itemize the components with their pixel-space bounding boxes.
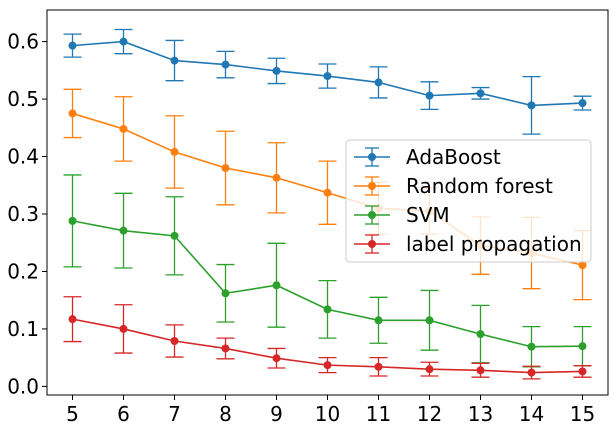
y-tick-label: 0.1 xyxy=(7,317,39,341)
axes: 5 6 7 8 9 10 11 12 13 14 15 0.0 0.1 0.2 0.3 0.4 0.5 0.6 xyxy=(7,9,609,424)
plot-area xyxy=(63,28,592,380)
data-point xyxy=(578,261,587,270)
data-point xyxy=(578,367,587,376)
data-point xyxy=(221,289,230,298)
x-tick-label: 11 xyxy=(366,402,391,424)
data-point xyxy=(119,226,128,235)
legend-marker xyxy=(368,240,376,248)
data-point xyxy=(425,365,434,374)
data-point xyxy=(476,366,485,375)
x-tick-label: 7 xyxy=(168,402,181,424)
legend-label: Random forest xyxy=(406,174,553,198)
data-point xyxy=(374,78,383,87)
data-point xyxy=(119,37,128,46)
data-point xyxy=(68,216,77,225)
data-point xyxy=(476,89,485,98)
data-point xyxy=(170,336,179,345)
data-point xyxy=(374,316,383,325)
x-tick-label: 5 xyxy=(66,402,79,424)
y-tick-label: 0.3 xyxy=(7,202,39,226)
data-point xyxy=(476,330,485,339)
data-point xyxy=(323,361,332,370)
legend-label: label propagation xyxy=(406,232,582,256)
y-tick-label: 0.4 xyxy=(7,145,39,169)
data-point xyxy=(170,56,179,65)
data-point xyxy=(578,99,587,108)
data-point xyxy=(272,354,281,363)
data-point xyxy=(272,66,281,75)
data-point xyxy=(527,342,536,351)
legend-item-label-propagation: label propagation xyxy=(354,232,582,256)
data-point xyxy=(221,60,230,69)
legend-box xyxy=(345,139,592,263)
x-tick-label: 9 xyxy=(270,402,283,424)
legend-item-adaboost: AdaBoost xyxy=(354,145,501,169)
data-point xyxy=(68,109,77,118)
y-tick-label: 0.2 xyxy=(7,259,39,283)
data-point xyxy=(221,344,230,353)
legend-label: SVM xyxy=(406,203,450,227)
data-point xyxy=(272,173,281,182)
legend-item-random-forest: Random forest xyxy=(354,174,553,198)
x-tick-label: 13 xyxy=(468,402,493,424)
x-tick-label: 12 xyxy=(417,402,442,424)
legend-marker xyxy=(368,211,376,219)
x-tick-label: 15 xyxy=(570,402,595,424)
data-point xyxy=(119,324,128,333)
data-point xyxy=(68,315,77,324)
data-point xyxy=(68,41,77,50)
legend-label: AdaBoost xyxy=(406,145,501,169)
data-point xyxy=(170,147,179,156)
data-point xyxy=(323,305,332,314)
legend-marker xyxy=(368,153,376,161)
y-tick-label: 0.6 xyxy=(7,30,39,54)
data-point xyxy=(323,72,332,81)
series-adaboost xyxy=(63,28,592,135)
x-tick-label: 10 xyxy=(315,402,340,424)
x-tick-label: 14 xyxy=(519,402,544,424)
y-tick-label: 0.5 xyxy=(7,87,39,111)
data-point xyxy=(578,342,587,351)
y-tick-label: 0.0 xyxy=(7,374,39,398)
data-point xyxy=(425,316,434,325)
x-tick-label: 8 xyxy=(219,402,232,424)
data-point xyxy=(170,231,179,240)
data-point xyxy=(425,91,434,100)
data-point xyxy=(323,188,332,197)
data-point xyxy=(272,281,281,290)
data-point xyxy=(527,368,536,377)
data-point xyxy=(374,362,383,371)
legend-item-svm: SVM xyxy=(354,203,450,227)
series-label-propagation xyxy=(63,296,592,380)
legend-marker xyxy=(368,182,376,190)
data-point xyxy=(119,124,128,133)
data-point xyxy=(527,101,536,110)
x-tick-label: 6 xyxy=(117,402,130,424)
series-svm xyxy=(63,174,592,368)
data-point xyxy=(221,164,230,173)
